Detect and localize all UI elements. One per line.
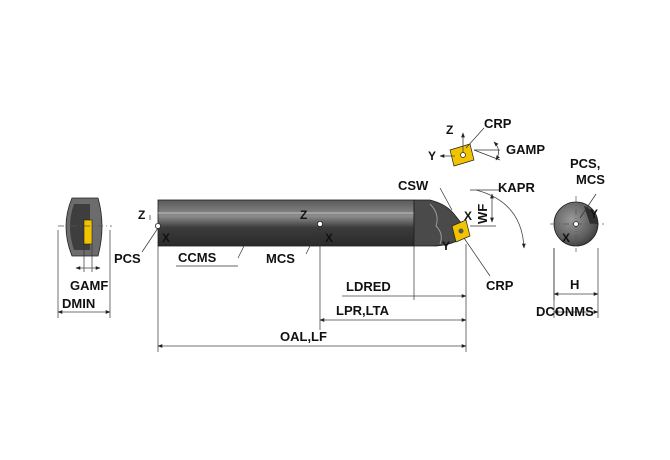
pcs-point-icon xyxy=(154,222,161,229)
gamf-label: GAMF xyxy=(70,278,108,293)
z-axis-mid: Z xyxy=(300,208,307,222)
y-axis-insert: Y xyxy=(428,149,436,163)
oal-lf-label: OAL,LF xyxy=(280,329,327,344)
x-axis-mid: X xyxy=(325,231,333,245)
mcs-label: MCS xyxy=(266,251,295,266)
y-axis-tip: Y xyxy=(442,239,450,253)
tool-shank xyxy=(157,199,471,247)
x-axis-tip: X xyxy=(464,209,472,223)
left-insert-icon xyxy=(83,219,93,245)
mcs-point-icon xyxy=(316,220,323,227)
pcs-mcs-label-1: PCS, xyxy=(570,156,600,171)
right-end-view xyxy=(550,193,604,318)
x-axis-end: X xyxy=(562,231,570,245)
wf-label: WF xyxy=(475,204,490,224)
csw-label: CSW xyxy=(398,178,429,193)
insert-detail xyxy=(439,132,501,167)
pcs-mcs-label-2: MCS xyxy=(576,172,605,187)
gamp-label: GAMP xyxy=(506,142,545,157)
dmin-label: DMIN xyxy=(62,296,95,311)
crp-label-top: CRP xyxy=(484,116,512,131)
kapr-label: KAPR xyxy=(498,180,535,195)
y-axis-end: Y xyxy=(590,207,598,221)
left-end-view xyxy=(57,197,112,318)
ccms-label: CCMS xyxy=(178,250,217,265)
dconms-label: DCONMS xyxy=(536,304,594,319)
z-axis-shank: Z xyxy=(138,208,145,222)
z-axis-insert: Z xyxy=(446,123,453,137)
pcs-label-left: PCS xyxy=(114,251,141,266)
h-label: H xyxy=(570,277,579,292)
lpr-lta-label: LPR,LTA xyxy=(336,303,390,318)
x-axis-shank: X xyxy=(162,231,170,245)
crp-label-bottom: CRP xyxy=(486,278,514,293)
ldred-label: LDRED xyxy=(346,279,391,294)
